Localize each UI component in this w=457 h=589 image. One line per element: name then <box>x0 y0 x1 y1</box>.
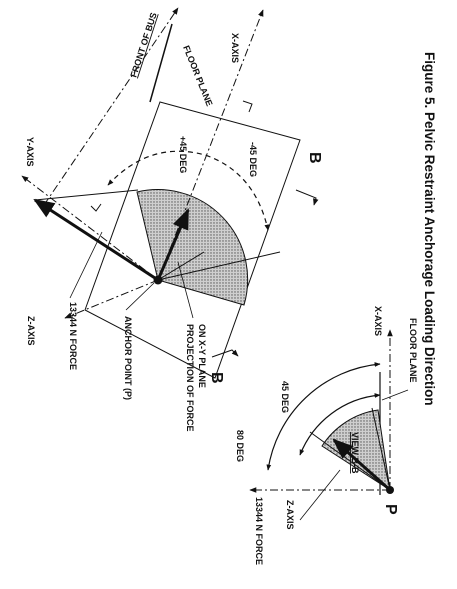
bb-floor-plane-label: FLOOR PLANE <box>408 318 418 383</box>
section-b-top: B <box>306 152 323 164</box>
section-line-top <box>295 189 319 206</box>
x-axis-label: X-AXIS <box>230 33 240 63</box>
shaded-sector <box>136 189 249 306</box>
bb-projection-line <box>371 407 391 491</box>
plus-45-label: +45 DEG <box>178 136 188 173</box>
x-axis-line <box>157 9 264 281</box>
z-axis-label: Z-AXIS <box>26 316 36 346</box>
anchor-point-label: ANCHOR POINT (P) <box>123 316 133 400</box>
bb-80-label: 80 DEG <box>235 430 245 462</box>
projection-drop <box>34 189 139 201</box>
bb-point-dot <box>386 486 394 494</box>
projection-label-1: PROJECTION OF FORCE <box>185 324 195 432</box>
bb-force-leader <box>299 469 341 521</box>
bb-z-axis-label: Z-AXIS <box>285 500 295 530</box>
y-axis-label: Y-AXIS <box>25 137 35 167</box>
bb-title: VIEW B-B <box>350 432 360 474</box>
projection-label-2: ON X-Y PLANE <box>197 324 207 388</box>
front-of-bus-line <box>149 23 173 103</box>
anchor-leader <box>125 282 155 311</box>
bb-force-label: 13344 N FORCE <box>254 497 264 565</box>
anchor-point-dot <box>153 275 163 285</box>
section-line-bottom <box>211 349 239 358</box>
section-b-bottom: B <box>208 372 225 384</box>
projection-arrow <box>156 208 190 281</box>
bb-floor-leader <box>381 389 409 401</box>
force-leader <box>69 231 103 299</box>
front-of-bus-label: FRONT OF BUS <box>128 11 158 78</box>
sector-edge-line <box>157 251 205 281</box>
figure-caption: Figure 5. Pelvic Restraint Anchorage Loa… <box>422 52 437 406</box>
bb-boundary-line <box>309 431 391 491</box>
right-angle-mark <box>90 203 102 212</box>
force-label: 13344 N FORCE <box>68 302 78 370</box>
right-angle-mark-floor <box>242 100 253 113</box>
projection-line <box>34 199 159 281</box>
bb-80-arc <box>266 362 381 471</box>
sector-boundary-line <box>157 251 281 281</box>
bb-x-axis-label: X-AXIS <box>373 306 383 336</box>
bb-force-arrow <box>332 438 391 492</box>
main-view: FRONT OF BUS FLOOR PLANE X-AXIS Y-AXIS Z… <box>21 7 323 432</box>
minus-45-label: -45 DEG <box>248 142 258 177</box>
bb-45-label: 45 DEG <box>280 381 290 413</box>
floor-plane-outline <box>84 101 301 379</box>
view-bb: VIEW B-B FLOOR PLANE X-AXIS Z-AXIS 45 DE… <box>235 306 418 565</box>
vertical-reference-line <box>43 7 179 206</box>
z-axis-line <box>64 279 159 319</box>
floor-plane-label: FLOOR PLANE <box>181 44 214 108</box>
y-axis-line <box>21 175 159 281</box>
projection-leader <box>177 261 194 319</box>
bb-point-label: P <box>382 504 399 515</box>
